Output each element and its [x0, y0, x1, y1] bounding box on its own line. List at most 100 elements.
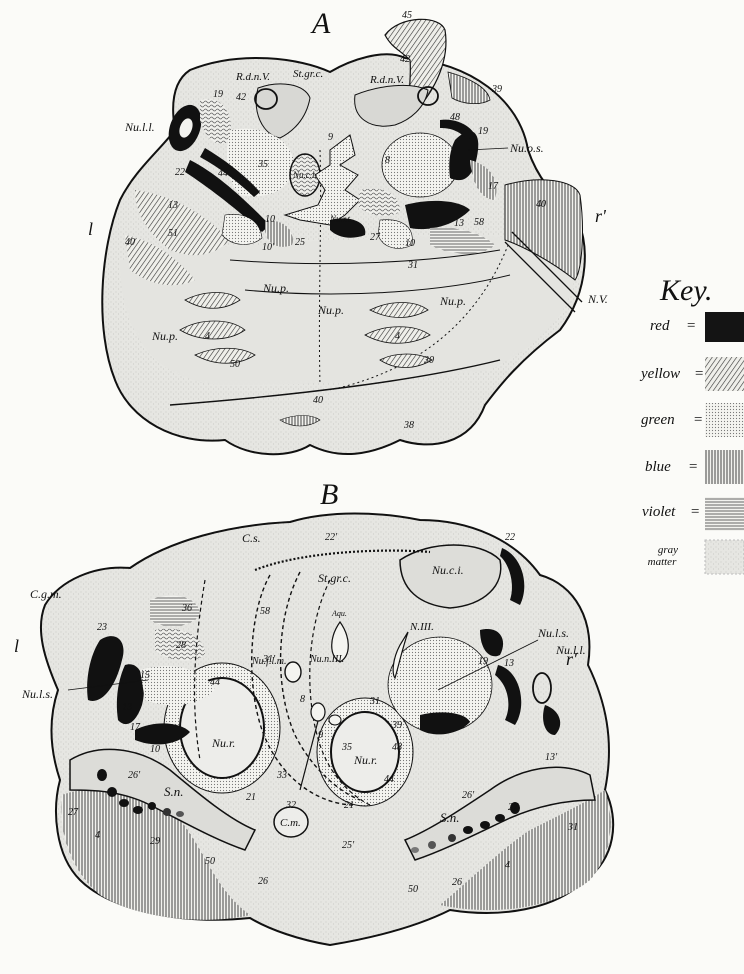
- panel-b-num: 29: [150, 836, 160, 847]
- panel-a-label-rdnv-right: R.d.n.V.: [369, 74, 404, 86]
- key-swatch-gray-matter: [705, 540, 744, 574]
- panel-a-num: 51: [168, 228, 178, 239]
- panel-b-num: 39: [391, 720, 402, 731]
- panel-b-label-nu-n3: Nu.n.III.: [309, 654, 344, 665]
- panel-a-num: 31: [407, 260, 418, 271]
- panel-b-num: 21: [344, 800, 354, 811]
- panel-a-num: 10: [265, 214, 275, 225]
- key-item-red: red =: [650, 312, 744, 342]
- panel-a-label-rdnv-left: R.d.n.V.: [235, 71, 270, 83]
- sn-dot: [448, 834, 456, 842]
- panel-a-num: 44: [218, 168, 228, 179]
- panel-b-num: 58: [260, 606, 270, 617]
- panel-b-num: 8: [300, 694, 305, 705]
- panel-a-num: 10: [405, 238, 415, 249]
- panel-a-label-nu-p-left: Nu.p.: [151, 329, 178, 343]
- panel-a-num: 58: [474, 217, 484, 228]
- key-eq-violet: =: [690, 504, 700, 520]
- panel-b-num: 13: [122, 702, 132, 713]
- key-swatch-violet: [705, 497, 744, 531]
- panel-a-letter: A: [310, 7, 331, 40]
- panel-b-nu-f-l-m: [285, 662, 301, 682]
- panel-b-num: 10: [150, 744, 160, 755]
- panel-b-num: 27: [508, 802, 519, 813]
- panel-b-num: 21: [246, 792, 256, 803]
- sn-dot: [428, 841, 436, 849]
- key-title: Key.: [659, 274, 713, 307]
- panel-b-num: 28: [176, 640, 186, 651]
- panel-a-num: 19: [213, 89, 223, 100]
- panel-b-num: 31: [567, 822, 578, 833]
- panel-b-letter: B: [320, 478, 338, 511]
- key-swatch-green: [705, 403, 744, 437]
- panel-b-num: 26: [452, 877, 462, 888]
- panel-b-num: 44: [384, 774, 394, 785]
- sn-dot: [97, 769, 107, 781]
- panel-b-num: 50: [205, 856, 215, 867]
- panel-a-num: 4: [395, 331, 400, 342]
- panel-b-num: 50: [408, 884, 418, 895]
- panel-a-label-nu-o-s: Nu.o.s.: [509, 141, 544, 155]
- sn-dot: [480, 821, 490, 829]
- panel-a-num: 48: [450, 112, 460, 123]
- panel-b-num: 36: [181, 603, 192, 614]
- sn-dot: [411, 847, 419, 853]
- panel-b-num: 44: [210, 677, 220, 688]
- panel-b-label-nu-r-right: Nu.r.: [353, 753, 377, 767]
- sn-dot: [163, 808, 171, 816]
- panel-b-num: 48: [392, 742, 402, 753]
- panel-a-num: 13: [168, 200, 178, 211]
- key-label-green: green: [641, 412, 675, 428]
- panel-a-label-nu-p-center: Nu.p.: [262, 281, 289, 295]
- key-label-red: red: [650, 318, 670, 334]
- panel-a-num: 35: [257, 159, 268, 170]
- panel-a-num: 42: [236, 92, 246, 103]
- panel-b-label-c-g-m: C.g.m.: [30, 587, 62, 601]
- panel-b-label-s-n-right: S.n.: [440, 810, 460, 825]
- sn-dot: [119, 799, 129, 807]
- panel-a-num: 39: [491, 84, 502, 95]
- panel-b-label-nu-c-i: Nu.c.i.: [431, 563, 464, 577]
- panel-b-num: 4: [95, 830, 100, 841]
- panel-b-num: 31: [369, 696, 380, 707]
- key-eq-yellow: =: [694, 366, 704, 382]
- panel-a-num: 4: [205, 331, 210, 342]
- key-eq-red: =: [686, 318, 696, 334]
- panel-b-side-left: l: [14, 636, 19, 656]
- panel-b-nu-n3: [311, 703, 325, 721]
- panel-a-num: 38: [403, 420, 414, 431]
- panel-b-num: 17: [130, 722, 141, 733]
- key-swatch-red: [705, 312, 744, 342]
- panel-b-num: 33: [276, 770, 287, 781]
- panel-a-num: 50: [230, 359, 240, 370]
- panel-b-label-nu-l-l-right: Nu.l.l.: [555, 643, 586, 657]
- panel-b-num: 4: [505, 860, 510, 871]
- panel-a-num: 42: [400, 54, 410, 65]
- key-label-yellow: yellow: [639, 366, 680, 382]
- panel-b-label-st-gr-c: St.gr.c.: [318, 571, 351, 585]
- panel-a-label-nu-p-mid: Nu.p.: [317, 303, 344, 317]
- panel-b-num: 35: [341, 742, 352, 753]
- panel-a-num: 40: [313, 395, 323, 406]
- panel-b-num: 26': [128, 770, 141, 781]
- panel-b-num: 23: [97, 622, 107, 633]
- panel-a-num: 13: [454, 218, 464, 229]
- panel-a-num: 40: [125, 237, 135, 248]
- key-label-gray-line-1: gray: [658, 544, 678, 556]
- panel-a-num: 45: [402, 10, 412, 21]
- key-item-violet: violet =: [642, 497, 744, 531]
- panel-a-num: 19: [478, 126, 488, 137]
- key-item-yellow: yellow =: [639, 357, 744, 391]
- panel-a-side-right: r': [595, 206, 607, 226]
- legend-key: Key. red = yellow = green = blue = viole…: [639, 274, 744, 574]
- panel-b-label-c-s: C.s.: [242, 531, 261, 545]
- sn-dot: [133, 806, 143, 814]
- key-label-gray-matter: graymatter: [648, 544, 679, 568]
- panel-b-num: 22': [325, 532, 338, 543]
- key-eq-green: =: [693, 412, 703, 428]
- panel-b-num: 15: [140, 670, 150, 681]
- panel-a-region-32: [382, 133, 458, 197]
- panel-b-label-aqu: Aqu.: [331, 609, 347, 618]
- panel-a-label-st-gr-c: St.gr.c.: [293, 68, 323, 80]
